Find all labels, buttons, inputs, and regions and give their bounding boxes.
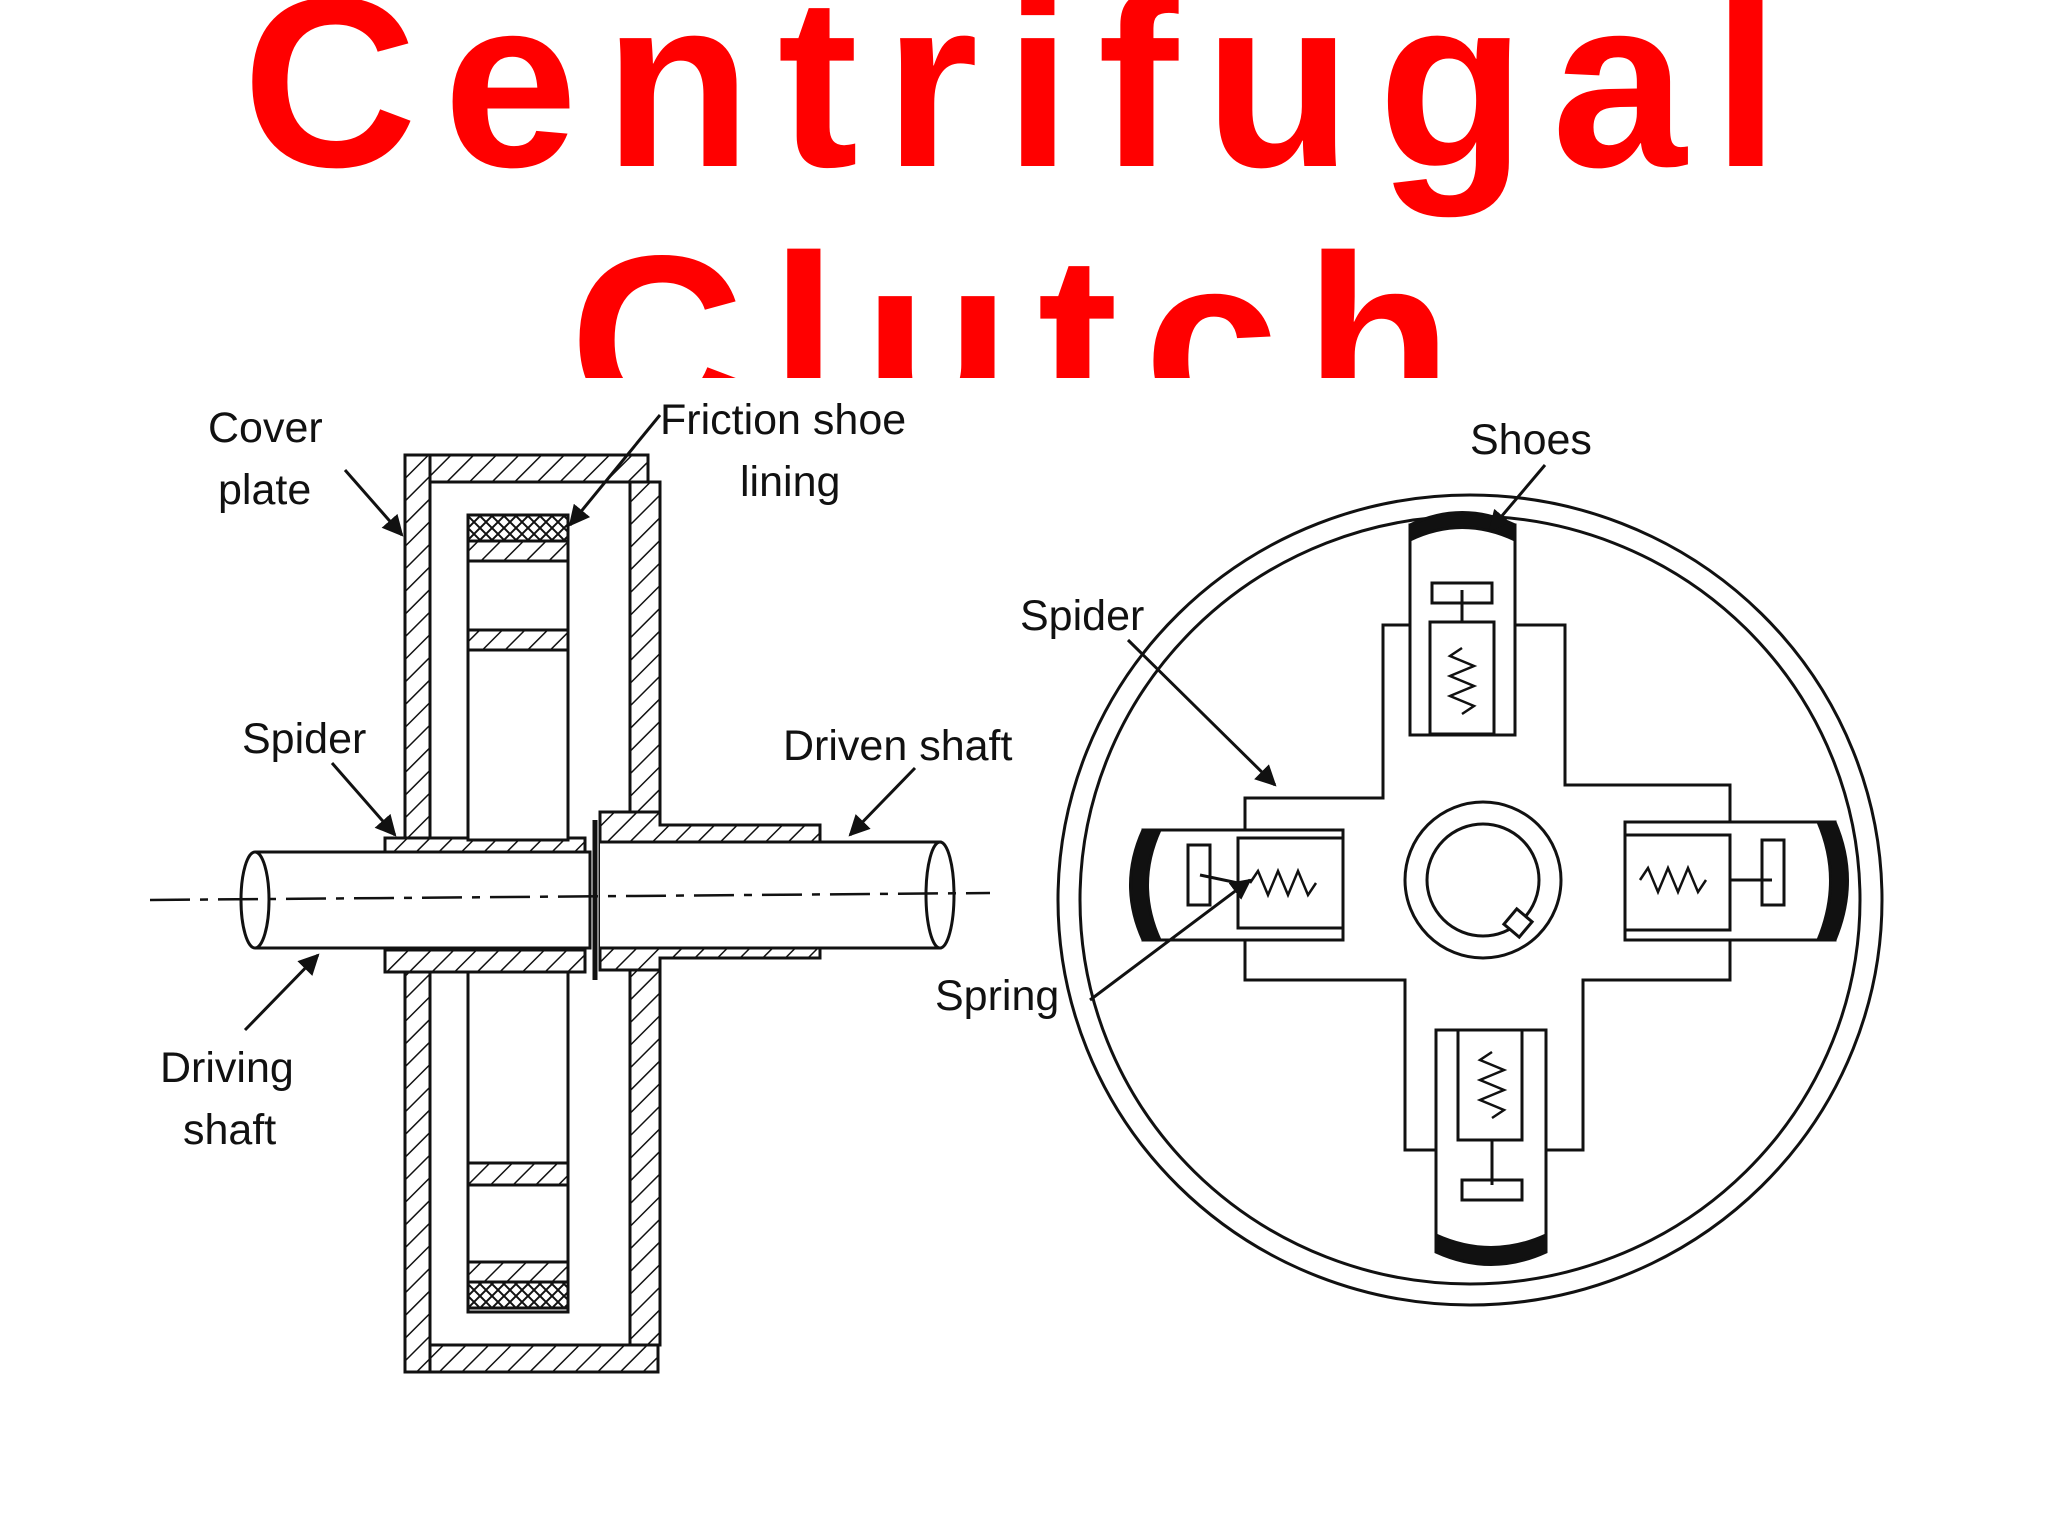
- shoe-band-lower-1: [466, 1161, 570, 1187]
- drum-right-wall-lower: [628, 956, 662, 1347]
- spring-right: [1638, 864, 1708, 896]
- leader-friction-lining: [568, 414, 662, 527]
- label-lining: lining: [740, 458, 840, 506]
- title-line-1: Centrifugal: [242, 0, 1806, 218]
- spider-hub-lower: [383, 948, 587, 974]
- side-view: [149, 453, 991, 1374]
- driving-shaft: [255, 850, 592, 950]
- shoe-band-upper-1: [466, 539, 570, 563]
- friction-lining-upper: [466, 513, 570, 543]
- centre-line: [149, 891, 991, 902]
- label-plate: plate: [218, 466, 311, 514]
- side-view-leaders: [243, 414, 917, 1032]
- label-friction-shoe: Friction shoe: [660, 396, 906, 444]
- label-driving: Driving: [160, 1044, 294, 1092]
- drum-outer-rim: [1056, 493, 1884, 1307]
- drum-right-wall-upper: [628, 480, 662, 827]
- front-view-leaders: [1089, 464, 1547, 1002]
- shoe-left: [1129, 828, 1345, 942]
- leader-spider-side: [330, 762, 397, 837]
- spring-left: [1248, 867, 1318, 899]
- leader-cover-plate: [343, 469, 404, 537]
- spring-bottom: [1476, 1050, 1508, 1120]
- shoe-top: [1408, 511, 1517, 737]
- drum-top-wall: [428, 453, 650, 484]
- spring-top: [1446, 646, 1478, 716]
- shoe-lower: [466, 970, 570, 1314]
- drum-bottom-wall: [428, 1343, 660, 1374]
- leader-spider-front: [1126, 638, 1277, 787]
- front-view: [1056, 493, 1884, 1307]
- label-driven-shaft: Driven shaft: [783, 722, 1012, 770]
- label-cover: Cover: [208, 404, 323, 452]
- shoe-band-lower-2: [466, 1260, 570, 1284]
- driven-shaft-end: [924, 840, 956, 950]
- label-spider-front: Spider: [1020, 592, 1144, 640]
- leader-driven-shaft: [848, 766, 917, 837]
- shoe-lining-left: [1129, 828, 1163, 942]
- hub-outer: [1403, 800, 1563, 960]
- shoe-right: [1623, 820, 1849, 942]
- hub-bore: [1425, 822, 1541, 938]
- shoe-band-upper-2: [466, 628, 570, 652]
- spider-cross: [1243, 623, 1732, 1152]
- shoe-lining-bottom: [1434, 1232, 1548, 1266]
- leader-shoes: [1488, 464, 1547, 532]
- leader-driving-shaft: [243, 953, 320, 1032]
- label-spider-side: Spider: [242, 715, 366, 763]
- label-shaft: shaft: [183, 1106, 276, 1154]
- title-line-2-clip: Clutch: [0, 0, 2048, 378]
- label-spring: Spring: [935, 972, 1059, 1020]
- hub-keyway: [1501, 906, 1535, 940]
- shoe-bottom: [1434, 1028, 1548, 1266]
- shoe-lining-right: [1815, 820, 1849, 942]
- shoe-upper: [466, 513, 570, 842]
- leader-spring: [1089, 878, 1252, 1002]
- friction-lining-lower: [466, 1280, 570, 1310]
- title-line-2: Clutch: [569, 206, 1479, 378]
- label-shoes: Shoes: [1470, 416, 1592, 464]
